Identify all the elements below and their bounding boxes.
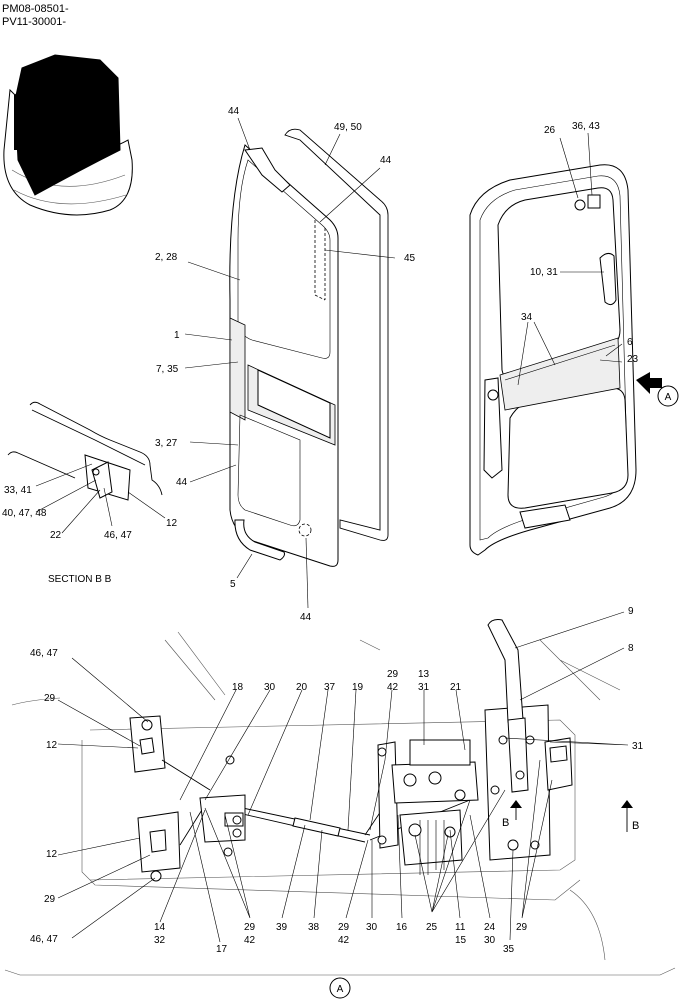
callout-17: 17 <box>216 944 228 955</box>
callout-6: 6 <box>627 337 633 348</box>
callout-22: 22 <box>50 530 62 541</box>
callout-30-top: 30 <box>264 682 276 693</box>
callout-35: 35 <box>503 944 515 955</box>
callout-13-31-a: 13 <box>418 669 430 680</box>
callout-36-43: 36, 43 <box>572 121 600 132</box>
section-b-marker-left: B <box>502 817 509 829</box>
callout-44-right: 44 <box>380 155 392 166</box>
callout-38: 38 <box>308 922 320 933</box>
callout-29-42-low-a: 29 <box>244 922 256 933</box>
door-panel-exploded <box>229 128 389 567</box>
header-line-1: PM08-08501- <box>2 3 69 15</box>
callout-18: 18 <box>232 682 244 693</box>
door-frame-interior <box>469 164 637 556</box>
callout-46-47-section: 46, 47 <box>104 530 132 541</box>
callout-14-32-a: 14 <box>154 922 166 933</box>
callout-30-mid: 30 <box>366 922 378 933</box>
callout-24-30-a: 24 <box>484 922 496 933</box>
view-a-marker-label: A <box>665 392 672 403</box>
callout-46-47-top: 46, 47 <box>30 648 58 659</box>
callout-23: 23 <box>627 354 639 365</box>
bottom-view-a-marker: A <box>329 977 351 999</box>
bottom-view-a-label: A <box>337 984 344 995</box>
callout-44-bottom: 44 <box>300 612 312 623</box>
cab-locator-thumbnail <box>3 54 133 216</box>
callout-45: 45 <box>404 253 416 264</box>
lock-assembly-view <box>4 619 676 976</box>
callout-25: 25 <box>426 922 438 933</box>
view-a-arrow: A <box>636 372 679 407</box>
callout-12-section: 12 <box>166 518 178 529</box>
callout-29-right: 29 <box>516 922 528 933</box>
section-bb-detail <box>7 401 163 501</box>
callout-24-30-b: 30 <box>484 935 496 946</box>
callout-29-42-mid-b: 42 <box>338 935 350 946</box>
callout-29-42-low-b: 42 <box>244 935 256 946</box>
leader-lines <box>35 117 629 943</box>
callout-1: 1 <box>174 330 180 341</box>
callout-11-15-a: 11 <box>455 922 466 933</box>
callout-19: 19 <box>352 682 364 693</box>
callout-31-right: 31 <box>632 741 644 752</box>
callout-12-top: 12 <box>46 740 58 751</box>
callout-12-mid: 12 <box>46 849 58 860</box>
callout-26: 26 <box>544 125 556 136</box>
callout-29-42-mid-a: 29 <box>338 922 350 933</box>
callout-13-31-b: 31 <box>418 682 430 693</box>
callout-16: 16 <box>396 922 408 933</box>
callout-3-27: 3, 27 <box>155 438 178 449</box>
callout-5: 5 <box>230 579 236 590</box>
callout-29-42-top-b: 42 <box>387 682 399 693</box>
callout-44-top: 44 <box>228 106 240 117</box>
callout-29-low: 29 <box>44 894 56 905</box>
callout-9: 9 <box>628 606 634 617</box>
header-line-2: PV11-30001- <box>2 16 66 28</box>
section-b-marker-right: B <box>632 820 639 832</box>
callout-33-41: 33, 41 <box>4 485 32 496</box>
callout-20: 20 <box>296 682 308 693</box>
callout-49-50: 49, 50 <box>334 122 362 133</box>
callout-21: 21 <box>450 682 462 693</box>
callout-10-31: 10, 31 <box>530 267 558 278</box>
callout-8: 8 <box>628 643 634 654</box>
callout-29-42-top-a: 29 <box>387 669 399 680</box>
callout-40-47-48: 40, 47, 48 <box>2 508 47 519</box>
callout-44-left: 44 <box>176 477 188 488</box>
callout-14-32-b: 32 <box>154 935 166 946</box>
callout-46-47-low: 46, 47 <box>30 934 58 945</box>
callout-37: 37 <box>324 682 336 693</box>
callout-39: 39 <box>276 922 288 933</box>
callout-34: 34 <box>521 312 533 323</box>
callout-29-top: 29 <box>44 693 56 704</box>
callout-11-15-b: 15 <box>455 935 467 946</box>
callout-7-35: 7, 35 <box>156 364 179 375</box>
section-bb-label: SECTION B B <box>48 574 112 585</box>
callout-2-28: 2, 28 <box>155 252 178 263</box>
